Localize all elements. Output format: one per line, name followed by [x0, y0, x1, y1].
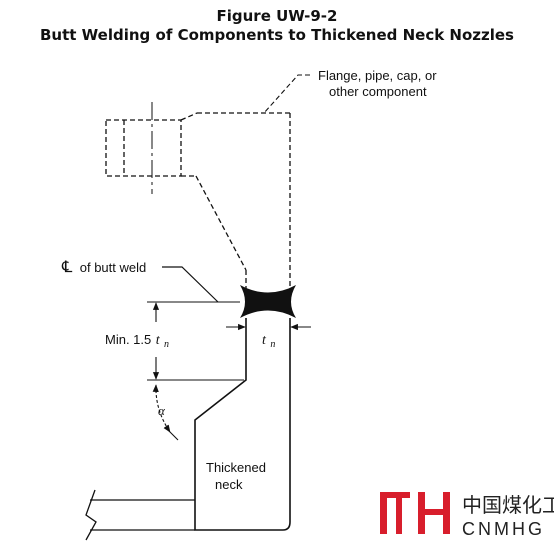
extension-lines: [147, 301, 244, 381]
component-leader: [263, 74, 310, 114]
watermark-chinese: 中国煤化工: [462, 493, 554, 517]
figure-title: Figure UW-9-2: [216, 7, 338, 25]
centerline-symbol: ℄: [61, 259, 73, 276]
min-dimension-label: Min. 1.5 t n: [105, 331, 169, 350]
component-label-line2: other component: [329, 84, 427, 99]
min-prefix: Min. 1.5: [105, 332, 151, 347]
neck-label-line2: neck: [215, 477, 243, 492]
watermark-latin: CNMHG: [462, 519, 545, 539]
thickened-neck-outline: [194, 318, 291, 531]
centerline-text: of butt weld: [80, 260, 147, 275]
tn-sub: n: [270, 339, 275, 350]
tn-var: t: [262, 333, 267, 348]
watermark-logo: [380, 492, 450, 534]
min-sub: n: [164, 339, 169, 350]
butt-weld: [240, 285, 296, 318]
weld-centerline-label: ℄ of butt weld: [61, 259, 146, 276]
alpha-label: α: [158, 403, 166, 418]
tn-label: t n: [262, 331, 275, 350]
dashed-component-outline: [105, 112, 291, 290]
figure-subtitle: Butt Welding of Components to Thickened …: [40, 26, 514, 44]
min-var: t: [156, 333, 161, 348]
vessel-wall-lines: [85, 489, 195, 541]
weld-centerline-leader: [162, 266, 219, 303]
alpha-angle-arc: [152, 384, 171, 433]
neck-label-line1: Thickened: [206, 460, 266, 475]
alpha-tick: [167, 429, 179, 441]
component-label-line1: Flange, pipe, cap, or: [318, 68, 437, 83]
